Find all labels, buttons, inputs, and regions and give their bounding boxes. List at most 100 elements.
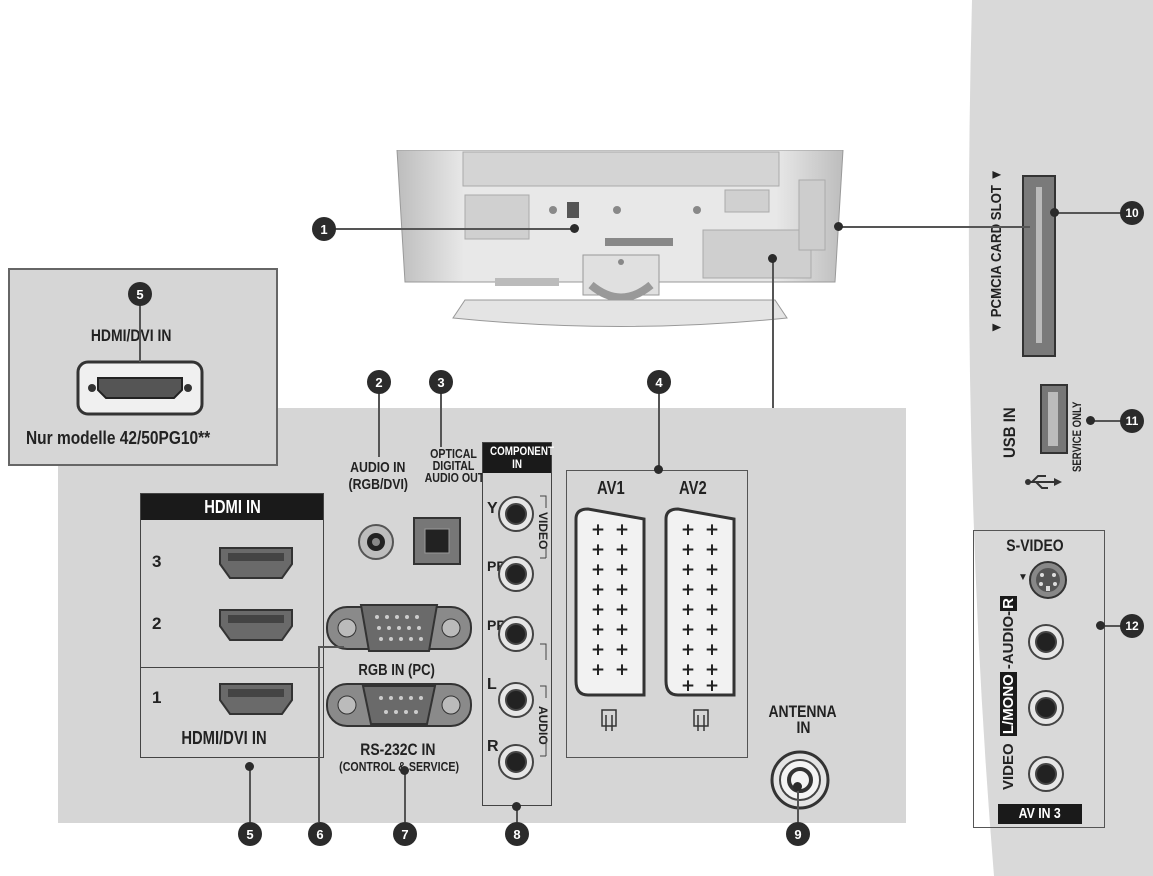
marker-2: 2 bbox=[367, 370, 391, 394]
audio-in-sub-label: (RGB/DVI) bbox=[348, 476, 408, 493]
callout-dot-12 bbox=[1096, 621, 1105, 630]
comp-r-label: R bbox=[487, 738, 499, 755]
marker-11: 11 bbox=[1120, 409, 1144, 433]
rs232c-label: RS-232C IN bbox=[360, 740, 436, 759]
callout-dot-9 bbox=[793, 782, 802, 791]
tv-back-illustration bbox=[395, 149, 845, 340]
hdmi-port-2-icon bbox=[219, 609, 293, 641]
callout-dot-5 bbox=[245, 762, 254, 771]
pcmcia-label: ▼ PCMCIA CARD SLOT ▼ bbox=[988, 168, 1005, 334]
svg-text:+: + bbox=[591, 540, 605, 560]
callout-line-7 bbox=[404, 770, 406, 822]
svg-text:+: + bbox=[591, 520, 605, 540]
usb-port-icon bbox=[1040, 384, 1068, 454]
hdmi-dvi-in-label: HDMI/DVI IN bbox=[181, 728, 267, 748]
marker-7: 7 bbox=[393, 822, 417, 846]
scart-ports-icon: ++++ ++++ ++++ ++++ ++++ ++++ ++++ ++++ … bbox=[574, 507, 736, 731]
callout-line-12 bbox=[1100, 625, 1124, 627]
svg-text:+: + bbox=[681, 600, 695, 620]
svg-text:+: + bbox=[681, 580, 695, 600]
service-only-label: SERVICE ONLY bbox=[1070, 401, 1084, 472]
antenna-port-icon bbox=[770, 750, 830, 810]
callout-line-1 bbox=[335, 228, 575, 230]
antenna-label: ANTENNA bbox=[768, 702, 838, 721]
callout-line-6 bbox=[318, 646, 320, 822]
callout-dot-8 bbox=[512, 802, 521, 811]
inset-model-note: Nur modelle 42/50PG10** bbox=[26, 428, 211, 448]
svg-text:+: + bbox=[705, 640, 719, 660]
svg-text:+: + bbox=[681, 676, 695, 696]
svg-text:+: + bbox=[705, 600, 719, 620]
marker-4: 4 bbox=[647, 370, 671, 394]
svg-text:+: + bbox=[681, 520, 695, 540]
callout-line-5a bbox=[139, 302, 141, 362]
s-video-arrow-icon: ▼ bbox=[1018, 572, 1028, 583]
callout-line-8 bbox=[516, 806, 518, 822]
hdmi-divider bbox=[141, 667, 323, 668]
usb-in-label: USB IN bbox=[1000, 407, 1019, 458]
svg-text:+: + bbox=[615, 540, 629, 560]
callout-line-9 bbox=[797, 786, 799, 822]
marker-6: 6 bbox=[308, 822, 332, 846]
optical-out-port-icon bbox=[413, 517, 461, 565]
callout-line-11 bbox=[1090, 420, 1124, 422]
component-bracket-lines bbox=[540, 495, 547, 757]
rs232c-sub-label: (CONTROL & SERVICE) bbox=[339, 759, 460, 774]
svg-text:+: + bbox=[615, 640, 629, 660]
svg-text:+: + bbox=[615, 520, 629, 540]
svg-text:+: + bbox=[681, 540, 695, 560]
callout-dot-tv-side bbox=[834, 222, 843, 231]
pcmcia-slot-icon bbox=[1022, 175, 1056, 357]
hdmi-port-1-icon bbox=[219, 683, 293, 715]
inset-hdmi-label: HDMI/DVI IN bbox=[90, 326, 172, 345]
svg-text:+: + bbox=[681, 620, 695, 640]
av-in3-box bbox=[973, 530, 1105, 828]
hdmi-in-header: HDMI IN bbox=[141, 494, 323, 520]
marker-1: 1 bbox=[312, 217, 336, 241]
comp-l-label: L bbox=[487, 676, 497, 693]
marker-12: 12 bbox=[1120, 614, 1144, 638]
comp-y-label: Y bbox=[487, 500, 498, 517]
rgb-in-port-icon bbox=[326, 604, 472, 652]
audio-in-jack-icon bbox=[358, 524, 394, 560]
callout-line-3 bbox=[440, 392, 442, 447]
rs232c-port-icon bbox=[326, 683, 472, 727]
svg-text:+: + bbox=[705, 620, 719, 640]
marker-5-inset: 5 bbox=[128, 282, 152, 306]
svg-text:+: + bbox=[615, 560, 629, 580]
svg-text:+: + bbox=[705, 520, 719, 540]
svg-text:+: + bbox=[591, 620, 605, 640]
hdmi-port-3-label: 3 bbox=[152, 552, 162, 571]
marker-8: 8 bbox=[505, 822, 529, 846]
svg-text:+: + bbox=[615, 580, 629, 600]
marker-9: 9 bbox=[786, 822, 810, 846]
svg-text:+: + bbox=[615, 620, 629, 640]
av2-label: AV2 bbox=[679, 478, 707, 498]
s-video-port-icon bbox=[1029, 561, 1067, 599]
component-in-header: COMPONENT IN bbox=[483, 443, 554, 473]
callout-line-10b bbox=[1054, 212, 1122, 214]
callout-line-5b bbox=[249, 766, 251, 822]
svg-text:+: + bbox=[681, 640, 695, 660]
svg-text:+: + bbox=[705, 540, 719, 560]
tv-back-svg bbox=[396, 149, 844, 327]
svg-text:+: + bbox=[591, 640, 605, 660]
hdmi-port-1-label: 1 bbox=[152, 688, 162, 707]
av-in3-jacks-icon bbox=[1028, 624, 1064, 792]
svg-text:+: + bbox=[705, 580, 719, 600]
marker-3: 3 bbox=[429, 370, 453, 394]
av1-label: AV1 bbox=[597, 478, 625, 498]
callout-dot-11 bbox=[1086, 416, 1095, 425]
callout-dot-10 bbox=[1050, 208, 1059, 217]
rgb-in-label: RGB IN (PC) bbox=[358, 662, 435, 679]
antenna-in-label: IN bbox=[796, 718, 810, 737]
svg-text:+: + bbox=[681, 560, 695, 580]
svg-text:+: + bbox=[705, 660, 719, 680]
av-in3-header: AV IN 3 bbox=[998, 804, 1082, 824]
component-jacks-icon bbox=[498, 496, 534, 780]
svg-text:+: + bbox=[681, 660, 695, 680]
callout-line-4 bbox=[658, 392, 660, 470]
svg-text:+: + bbox=[615, 660, 629, 680]
marker-5: 5 bbox=[238, 822, 262, 846]
usb-symbol-icon bbox=[1025, 475, 1062, 489]
